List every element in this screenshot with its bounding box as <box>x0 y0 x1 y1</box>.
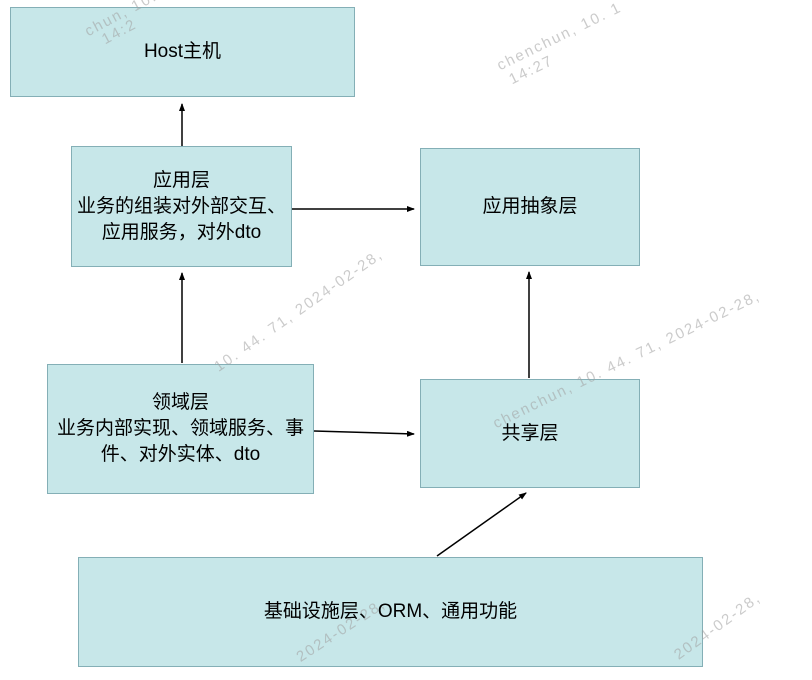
node-shared-layer: 共享层 <box>420 379 640 488</box>
node-domain-layer: 领域层 业务内部实现、领域服务、事件、对外实体、dto <box>47 364 314 494</box>
node-app-abstract-layer: 应用抽象层 <box>420 148 640 266</box>
edge-infra-to-shared <box>436 492 527 557</box>
node-app-abstract-layer-title: 应用抽象层 <box>482 196 578 217</box>
edge-domain-to-shared <box>313 430 415 437</box>
node-domain-layer-body: 业务内部实现、领域服务、事件、对外实体、dto <box>56 418 304 465</box>
watermark-text: 14:27 <box>506 52 557 89</box>
node-host-title: Host主机 <box>143 41 222 62</box>
node-app-layer-body: 业务的组装对外部交互、应用服务，对外dto <box>77 195 287 243</box>
node-host: Host主机 <box>10 7 355 97</box>
node-infra-layer-title: 基础设施层、ORM、通用功能 <box>263 601 518 622</box>
node-app-layer-title: 应用层 <box>152 169 210 191</box>
node-app-layer: 应用层 业务的组装对外部交互、应用服务，对外dto <box>71 146 292 267</box>
node-domain-layer-title: 领域层 <box>151 392 209 413</box>
node-shared-layer-title: 共享层 <box>501 422 559 444</box>
node-infra-layer: 基础设施层、ORM、通用功能 <box>78 557 703 667</box>
watermark-text: chenchun, 10. 1 <box>494 0 625 75</box>
